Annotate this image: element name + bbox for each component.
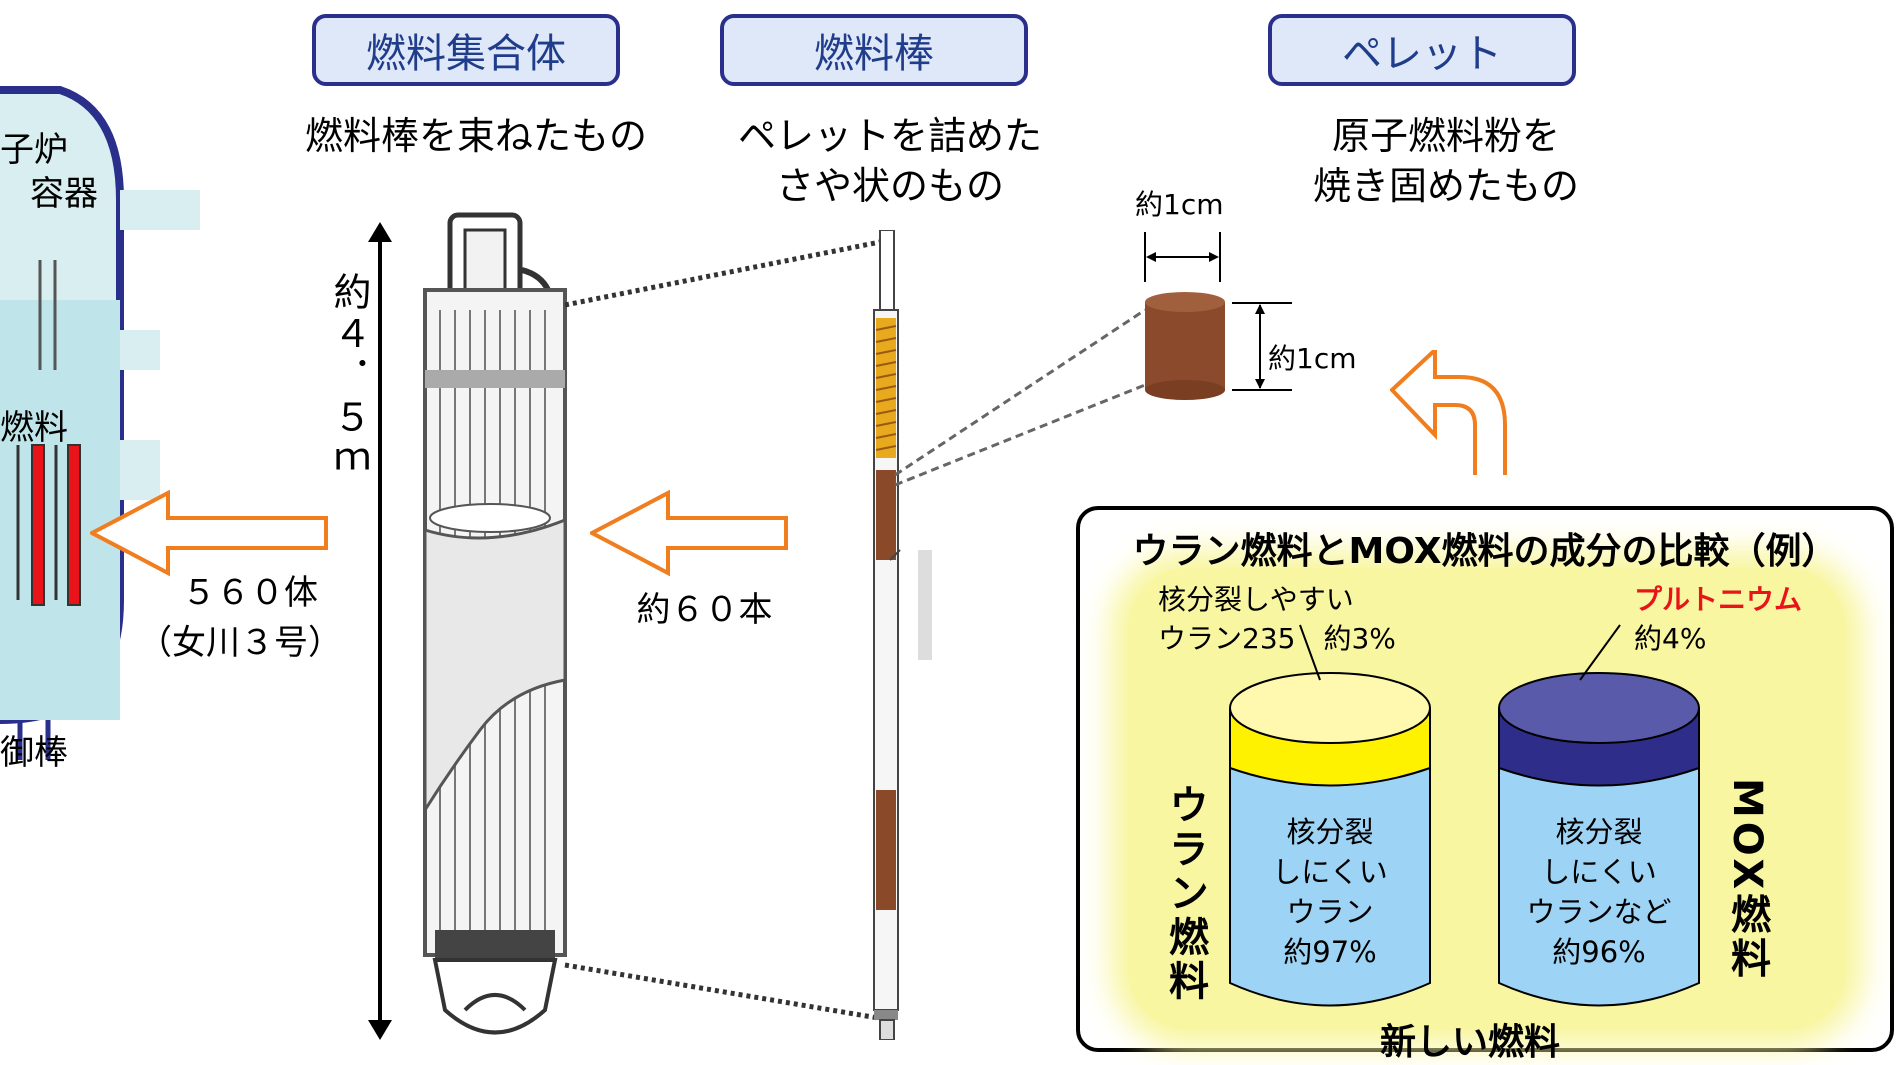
- arrow-left-rod-to-assembly: [590, 489, 788, 577]
- zoom-dotted-lines: [564, 237, 891, 1023]
- uranium-body-3: ウラン: [1286, 895, 1374, 929]
- fuel-rod-red: [67, 444, 81, 606]
- pellet-height-arrow: [1232, 302, 1292, 391]
- pellet-header: ペレット: [1268, 14, 1576, 86]
- plutonium-label: プルトニウム: [1634, 583, 1803, 616]
- plutonium-percent: 約4%: [1634, 622, 1707, 655]
- new-fuel-label: 新しい燃料: [1379, 1022, 1560, 1063]
- reactor-label-vessel-2: 容器: [30, 174, 98, 214]
- pellet-zoom-lines: [894, 308, 1146, 487]
- reactor-vessel-illustration: [0, 80, 280, 760]
- assembly-description: 燃料棒を束ねたもの: [304, 114, 647, 158]
- arrow-curved-to-pellet: [1390, 350, 1507, 475]
- leader-lines: [1299, 624, 1621, 681]
- assembly-length-label: 約４．５ｍ: [327, 272, 371, 482]
- plant-name: （女川３号）: [138, 623, 342, 663]
- uranium-fissile-label-2: ウラン235 約3%: [1158, 622, 1396, 655]
- pellet-width-label: 約1cm: [1135, 188, 1224, 221]
- mox-fuel-cylinder: [1498, 672, 1700, 1007]
- reactor-label-vessel-1: 子炉: [0, 130, 68, 170]
- fuel-assembly-illustration: [423, 212, 567, 1035]
- mox-body-3: ウランなど: [1526, 895, 1672, 929]
- pellet-description-line1: 原子燃料粉を: [1331, 114, 1560, 158]
- pellet-illustration: [1145, 292, 1225, 400]
- mox-body-2: しにくい: [1541, 855, 1657, 889]
- uranium-body-2: しにくい: [1272, 855, 1388, 889]
- mox-fuel-side-label: MOX燃料: [1724, 778, 1770, 982]
- rod-count: 約６０本: [636, 590, 773, 630]
- uranium-fuel-cylinder: [1229, 672, 1431, 1007]
- rod-description-line1: ペレットを詰めた: [737, 114, 1042, 158]
- reactor-label-rod: 御棒: [0, 733, 68, 773]
- rod-description-line2: さや状のもの: [775, 164, 1004, 208]
- pellet-height-label: 約1cm: [1268, 342, 1357, 375]
- assembly-count: ５６０体: [182, 573, 318, 613]
- uranium-body-4: 約97%: [1283, 935, 1377, 969]
- uranium-fissile-label-1: 核分裂しやすい: [1158, 583, 1354, 616]
- pellet-description-line2: 焼き固めたもの: [1312, 164, 1579, 208]
- uranium-body-1: 核分裂: [1286, 815, 1374, 849]
- assembly-length-arrow: [368, 222, 392, 1040]
- fuel-rod-red: [31, 444, 45, 606]
- mox-body-4: 約96%: [1552, 935, 1646, 969]
- fuel-rod-header: 燃料棒: [720, 14, 1028, 86]
- mox-body-1: 核分裂: [1555, 815, 1643, 849]
- fuel-assembly-header: 燃料集合体: [312, 14, 620, 86]
- comparison-title: ウラン燃料とMOX燃料の成分の比較（例）: [1132, 531, 1838, 572]
- fuel-rod-illustration: [873, 230, 932, 1040]
- uranium-fuel-side-label: ウラン燃料: [1162, 784, 1208, 1004]
- arrow-left-assembly-to-core: [90, 489, 328, 577]
- reactor-label-fuel: 燃料: [0, 408, 68, 448]
- pellet-width-arrow: [1144, 232, 1221, 282]
